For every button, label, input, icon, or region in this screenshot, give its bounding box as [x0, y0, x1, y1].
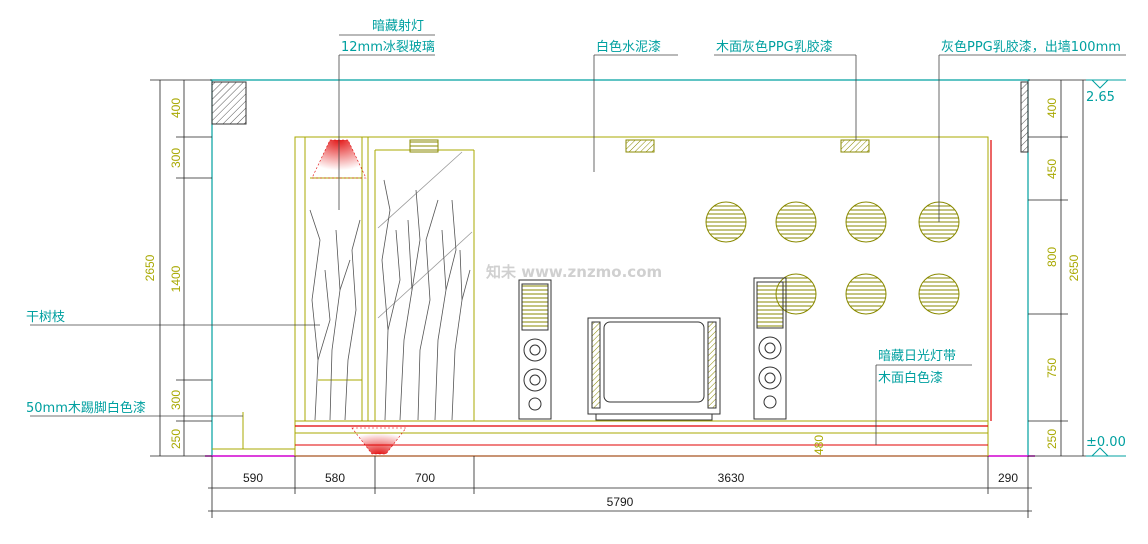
dry-branches [309, 179, 471, 421]
watermark: 知未 www.znzmo.com [486, 263, 662, 281]
bottom-dim-total: 5790 [607, 495, 634, 509]
label-hidden-spotlight: 暗藏射灯 [372, 18, 424, 34]
bottom-dim-seg-2: 580 [325, 471, 345, 485]
label-dry-branches: 干树枝 [26, 310, 65, 325]
bottom-dim-seg-1: 590 [243, 471, 263, 485]
label-wood-white-paint: 木面白色漆 [878, 370, 943, 386]
ceiling-block-right [1020, 81, 1029, 153]
bottom-dim-seg-3: 700 [415, 471, 435, 485]
speaker-right [753, 277, 787, 420]
bottom-dimension-lines [208, 456, 1032, 518]
label-hidden-light-strip: 暗藏日光灯带 [878, 349, 956, 364]
inner-dim-480: 480 [812, 435, 826, 455]
left-dim-seg-3: 1400 [169, 265, 183, 292]
left-dimension-lines [150, 79, 212, 457]
bottom-dim-seg-4: 3630 [718, 471, 745, 485]
left-dim-seg-2: 300 [169, 148, 183, 168]
right-dim-seg-1: 400 [1045, 98, 1059, 118]
label-skirting: 50mm木踢脚白色漆 [26, 400, 146, 416]
right-dim-total: 2650 [1067, 254, 1081, 281]
bottom-dim-seg-5: 290 [998, 471, 1018, 485]
television [587, 317, 721, 421]
left-dim-seg-4: 300 [169, 390, 183, 410]
label-wood-grey-latex: 木面灰色PPG乳胶漆 [716, 39, 833, 55]
left-dim-seg-1: 400 [169, 98, 183, 118]
right-dim-seg-5: 250 [1045, 429, 1059, 449]
vent-left [409, 139, 439, 153]
right-dimension-lines [1028, 79, 1092, 457]
level-floor-text: ±0.00 [1086, 435, 1126, 450]
level-marker-floor [1086, 447, 1126, 457]
spotlight-bottom [351, 427, 407, 455]
right-dim-seg-2: 450 [1045, 159, 1059, 179]
left-dim-seg-5: 250 [169, 429, 183, 449]
label-white-cement: 白色水泥漆 [596, 39, 661, 55]
right-dim-seg-3: 800 [1045, 247, 1059, 267]
ceiling-block-left [211, 81, 247, 125]
speaker-left [518, 279, 552, 420]
right-dim-seg-4: 750 [1045, 358, 1059, 378]
level-marker-top [1086, 79, 1126, 89]
label-grey-latex-out: 灰色PPG乳胶漆，出墙100mm [941, 39, 1121, 55]
vent-mid [625, 139, 655, 153]
level-top-text: 2.65 [1086, 90, 1115, 105]
left-dim-total: 2650 [143, 254, 157, 281]
leader-lines [30, 34, 1126, 445]
ice-glass-lines [377, 151, 473, 319]
vent-right [840, 139, 870, 153]
label-ice-glass: 12mm冰裂玻璃 [341, 40, 435, 55]
wall-circles [705, 201, 960, 315]
